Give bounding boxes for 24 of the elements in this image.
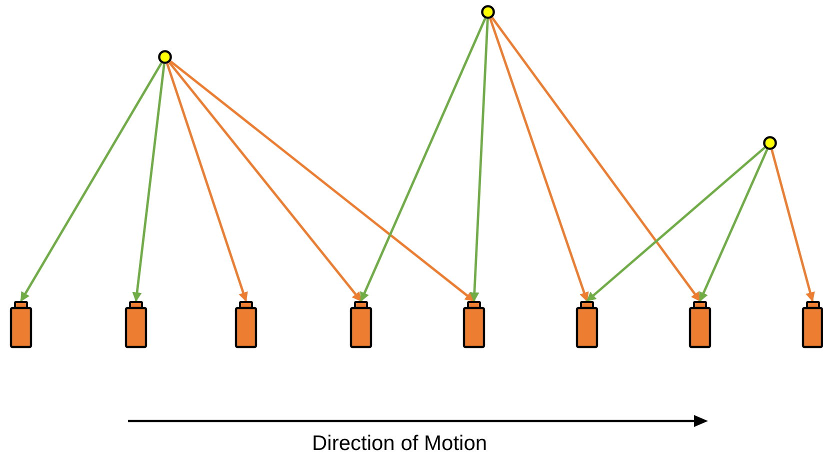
point-marker bbox=[481, 5, 495, 19]
battery-icon bbox=[125, 301, 147, 348]
arrow bbox=[698, 148, 768, 302]
battery-icon bbox=[802, 301, 823, 348]
battery-icon bbox=[350, 301, 372, 348]
arrow bbox=[491, 16, 701, 302]
battery-icon bbox=[463, 301, 485, 348]
arrow bbox=[132, 64, 166, 302]
battery-icon bbox=[10, 301, 32, 348]
arrow bbox=[470, 18, 489, 302]
battery-icon bbox=[235, 301, 257, 348]
battery-icon bbox=[689, 301, 711, 348]
arrow bbox=[586, 146, 766, 302]
arrow bbox=[360, 18, 486, 302]
axis-caption: Direction of Motion bbox=[312, 432, 488, 456]
arrow bbox=[770, 149, 815, 302]
arrow bbox=[20, 62, 162, 302]
arrow bbox=[170, 60, 475, 302]
point-marker bbox=[158, 50, 172, 64]
arrow bbox=[489, 18, 589, 302]
point-marker bbox=[763, 136, 777, 150]
arrow bbox=[168, 62, 362, 302]
battery-icon bbox=[576, 301, 598, 348]
arrow bbox=[166, 63, 248, 302]
